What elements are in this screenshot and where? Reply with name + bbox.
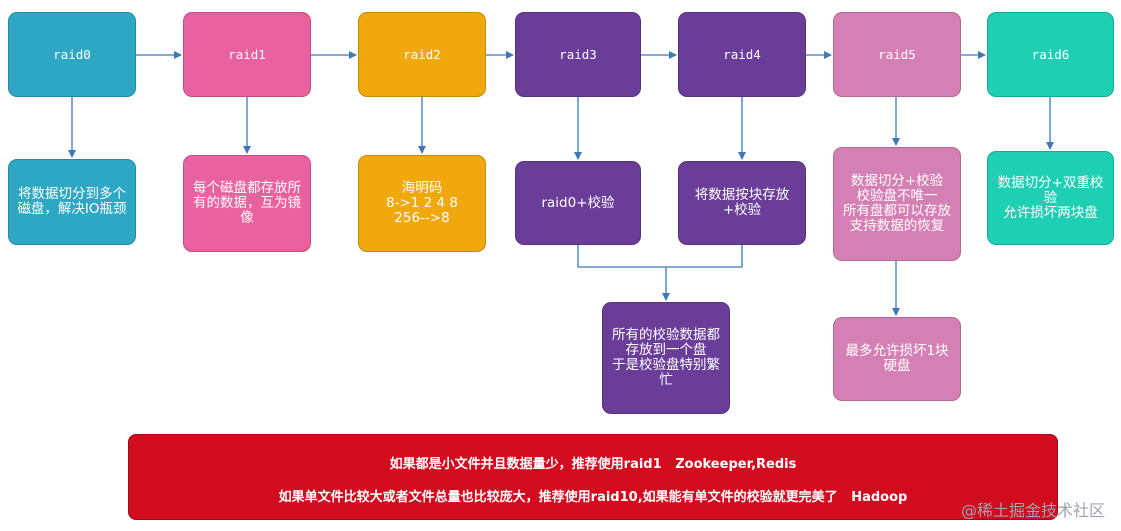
- raid0-label: raid0: [53, 47, 91, 62]
- raid3-desc-box: raid0+校验: [515, 161, 641, 245]
- raid5-extra-box: 最多允许损坏1块 硬盘: [833, 317, 961, 401]
- merge-line-raid3: [577, 245, 666, 268]
- raid1-box: raid1: [183, 12, 311, 97]
- raid0-box: raid0: [8, 12, 136, 97]
- raid3-box: raid3: [515, 12, 641, 97]
- raid2-desc-box: 海明码 8->1 2 4 8 256-->8: [358, 155, 486, 252]
- raid34-common-box: 所有的校验数据都 存放到一个盘 于是校验盘特别繁 忙: [602, 302, 730, 414]
- raid1-label: raid1: [228, 47, 266, 62]
- watermark: @稀土掘金技术社区: [961, 497, 1105, 521]
- raid4-box: raid4: [678, 12, 806, 97]
- raid5-desc: 数据切分+校验 校验盘不唯一 所有盘都可以存放 支持数据的恢复: [843, 173, 951, 234]
- raid5-extra-desc: 最多允许损坏1块 硬盘: [845, 343, 949, 374]
- recommendation-line-2: 如果单文件比较大或者文件总量也比较庞大，推荐使用raid10,如果能有单文件的校…: [278, 490, 908, 505]
- raid4-desc: 将数据按块存放 +校验: [694, 187, 790, 218]
- raid5-desc-box: 数据切分+校验 校验盘不唯一 所有盘都可以存放 支持数据的恢复: [833, 147, 961, 261]
- raid6-desc-box: 数据切分+双重校 验 允许损坏两块盘: [987, 151, 1114, 245]
- raid6-label: raid6: [1031, 47, 1070, 62]
- raid4-desc-box: 将数据按块存放 +校验: [678, 161, 806, 245]
- recommendation-line-1: 如果都是小文件并且数据量少，推荐使用raid1 Zookeeper,Redis: [389, 457, 797, 472]
- raid0-desc-box: 将数据切分到多个 磁盘，解决IO瓶颈: [8, 159, 136, 245]
- watermark-text: @稀土掘金技术社区: [960, 501, 1105, 520]
- raid2-desc: 海明码 8->1 2 4 8 256-->8: [385, 180, 458, 226]
- raid34-common-desc: 所有的校验数据都 存放到一个盘 于是校验盘特别繁 忙: [612, 327, 720, 388]
- raid6-desc: 数据切分+双重校 验 允许损坏两块盘: [997, 174, 1104, 221]
- raid5-label: raid5: [878, 47, 916, 62]
- merge-line-raid4: [666, 245, 743, 268]
- raid6-box: raid6: [987, 12, 1114, 97]
- raid2-label: raid2: [403, 47, 441, 62]
- raid0-desc: 将数据切分到多个 磁盘，解决IO瓶颈: [17, 186, 127, 217]
- raid1-desc-box: 每个磁盘都存放所 有的数据，互为镜 像: [183, 155, 311, 252]
- raid3-label: raid3: [559, 47, 597, 62]
- raid1-desc: 每个磁盘都存放所 有的数据，互为镜 像: [193, 180, 301, 226]
- raid2-box: raid2: [358, 12, 486, 97]
- raid3-desc: raid0+校验: [541, 194, 615, 211]
- raid5-box: raid5: [833, 12, 961, 97]
- recommendation-box: 如果都是小文件并且数据量少，推荐使用raid1 Zookeeper,Redis …: [128, 434, 1058, 520]
- raid4-label: raid4: [723, 47, 761, 62]
